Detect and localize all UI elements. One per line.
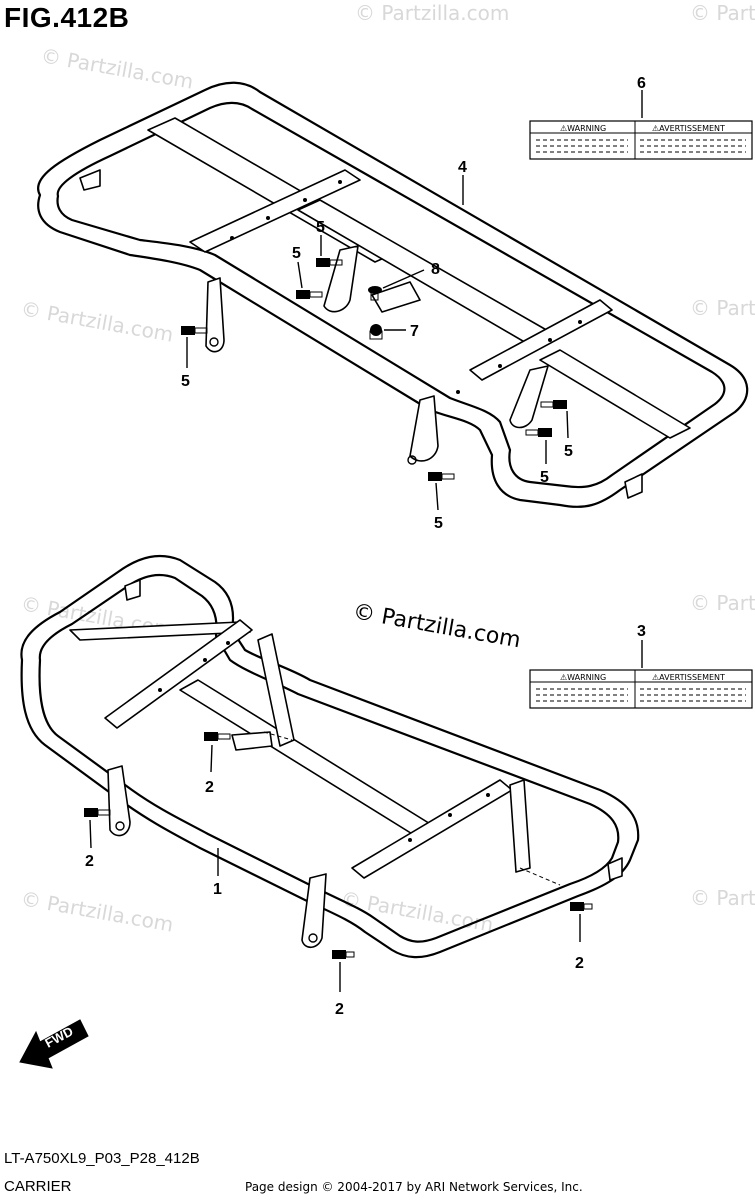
watermark-faint-4: © Partzilla.com xyxy=(19,296,175,346)
bolt-icon xyxy=(84,808,111,817)
label-avertissement-text: ⚠AVERTISSEMENT xyxy=(652,673,725,682)
watermark-faint-1: © Partzilla.com xyxy=(355,1,509,25)
warning-label-lower: ⚠WARNING ⚠AVERTISSEMENT xyxy=(529,669,753,709)
callout-bolt: 2 xyxy=(205,779,214,796)
rivet-holes xyxy=(230,180,582,394)
callout-bolt: 5 xyxy=(434,515,443,532)
callout-bolt: 5 xyxy=(181,373,190,390)
upper-carrier xyxy=(37,81,749,508)
callout-bolt: 2 xyxy=(575,955,584,972)
watermark-faint-7: © Partzilla.com xyxy=(690,591,755,615)
callout-bolt: 2 xyxy=(335,1001,344,1018)
fwd-arrow-icon: FWD xyxy=(19,1019,89,1069)
lower-carrier xyxy=(20,554,640,959)
bolt-icon xyxy=(332,950,355,959)
label-avertissement-text: ⚠AVERTISSEMENT xyxy=(652,124,725,133)
watermark-faint-10: © Partzilla.com xyxy=(690,886,755,910)
callout-screw: 8 xyxy=(431,261,440,278)
callout-bolt: 5 xyxy=(292,245,301,262)
section-name: CARRIER xyxy=(4,1178,72,1195)
screw-icon xyxy=(368,286,382,301)
bolt-icon xyxy=(570,902,593,911)
watermark-faint-3: © Partzilla.com xyxy=(39,43,195,93)
rivet-holes xyxy=(158,641,490,842)
callout-numbers: 6 4 5 5 8 7 5 5 5 5 3 2 2 1 2 2 xyxy=(85,75,646,1018)
clip-icon xyxy=(369,324,383,340)
label-warning-text: ⚠WARNING xyxy=(560,673,606,682)
callout-bolt: 5 xyxy=(316,219,325,236)
model-code: LT-A750XL9_P03_P28_412B xyxy=(4,1150,200,1167)
callout-bolt: 2 xyxy=(85,853,94,870)
label-warning-text: ⚠WARNING xyxy=(560,124,606,133)
watermark-main: © Partzilla.com xyxy=(351,599,523,653)
callout-lower-carrier: 1 xyxy=(213,881,222,898)
watermark-faint-8: © Partzilla.com xyxy=(19,886,175,936)
callout-clip: 7 xyxy=(410,323,419,340)
callout-upper-label: 6 xyxy=(637,75,646,92)
lower-hardware xyxy=(84,732,593,959)
watermark-faint-2: © Partzilla.com xyxy=(690,1,755,25)
upper-leaders xyxy=(186,90,643,511)
bolt-icon xyxy=(204,732,231,741)
page-credit: Page design © 2004-2017 by ARI Network S… xyxy=(245,1180,583,1194)
callout-bolt: 5 xyxy=(540,469,549,486)
upper-hardware xyxy=(181,258,567,481)
callout-upper-carrier: 4 xyxy=(458,159,467,176)
warning-label-upper: ⚠WARNING ⚠AVERTISSEMENT xyxy=(529,120,753,160)
bolt-icon xyxy=(296,290,323,299)
bolt-icon xyxy=(525,428,552,437)
callout-bolt: 5 xyxy=(564,443,573,460)
lower-leaders xyxy=(89,640,643,992)
watermark-faint-5: © Partzilla.com xyxy=(690,296,755,320)
bolt-icon xyxy=(428,472,455,481)
bolt-icon xyxy=(181,326,208,335)
figure-title: FIG.412B xyxy=(4,2,130,33)
bolt-icon xyxy=(540,400,567,409)
callout-lower-label: 3 xyxy=(637,623,646,640)
bolt-icon xyxy=(316,258,343,267)
